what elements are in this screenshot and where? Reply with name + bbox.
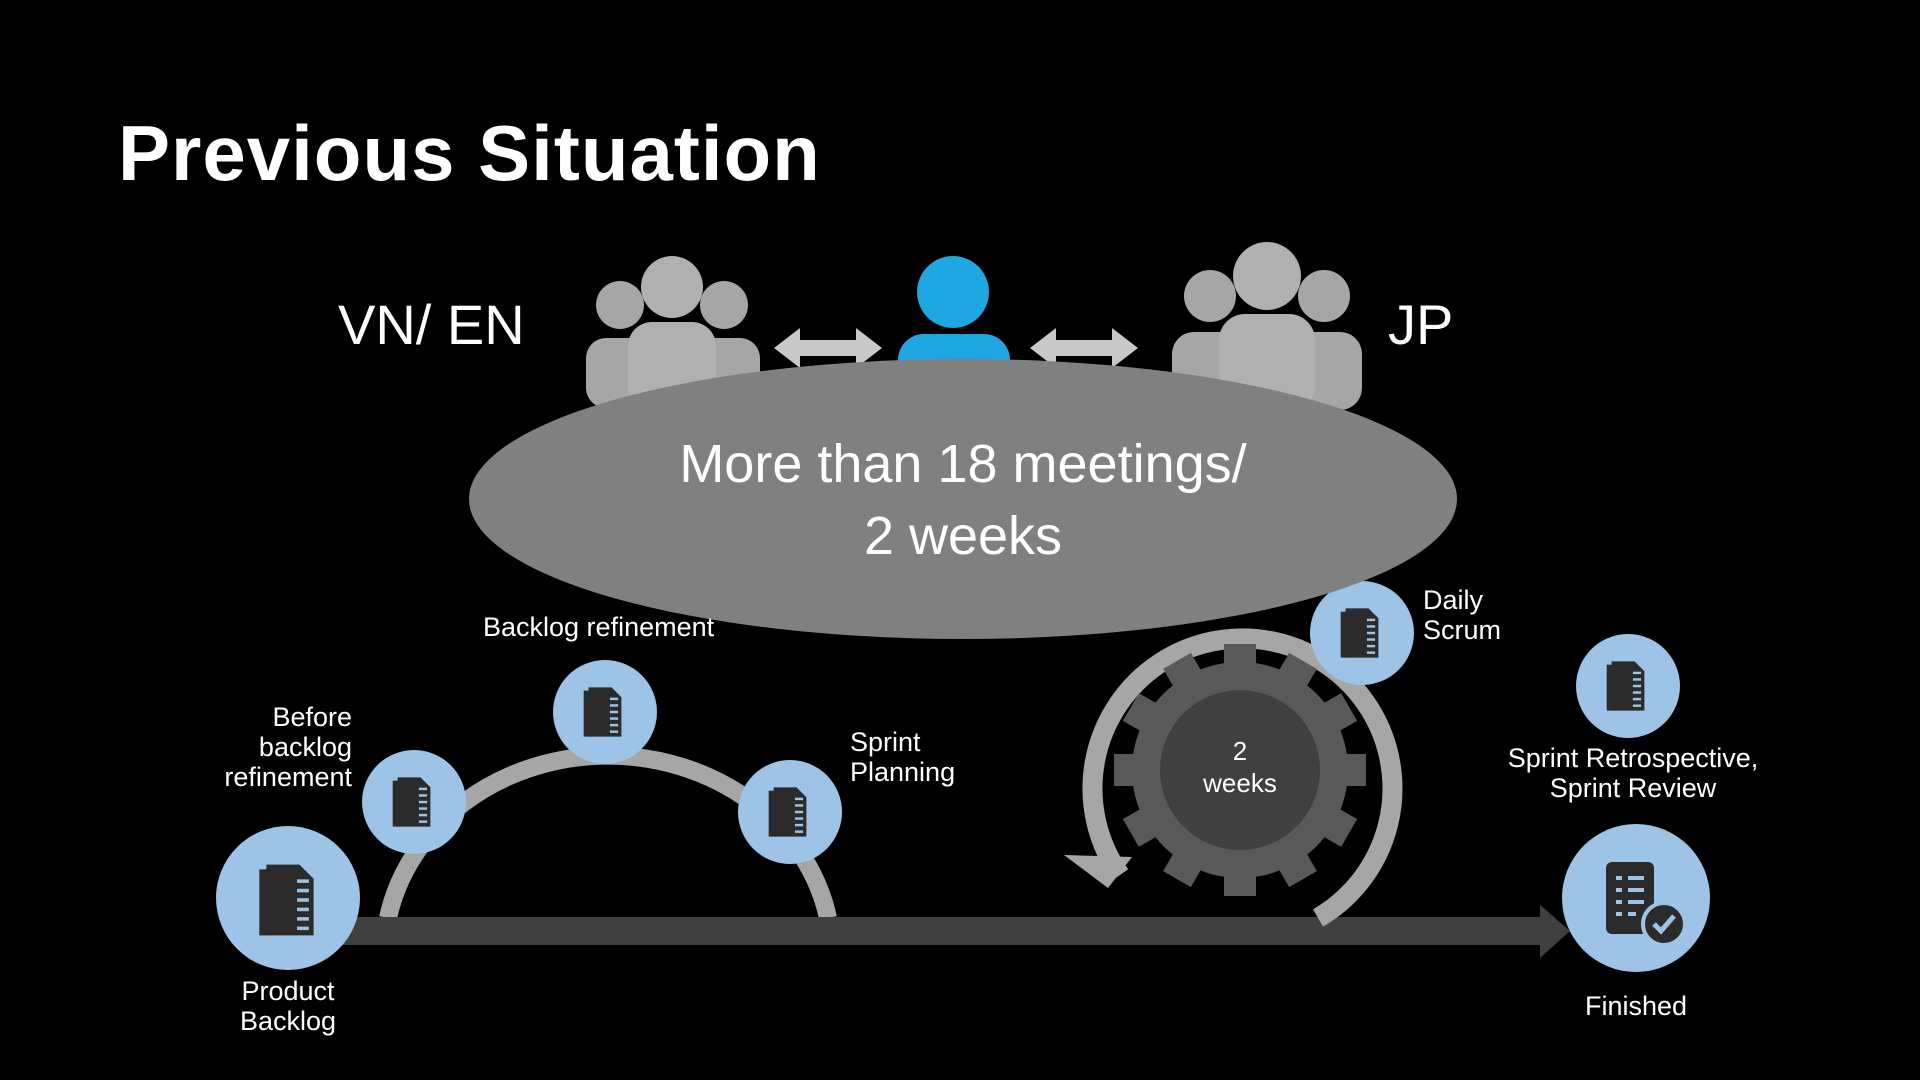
- meetings-callout-text: More than 18 meetings/ 2 weeks: [470, 428, 1456, 572]
- document-icon: [1339, 607, 1380, 659]
- meetings-callout: [469, 359, 1457, 639]
- page-title: Previous Situation: [118, 109, 821, 197]
- double-arrow-icon: [1030, 328, 1138, 368]
- label-sprint-planning: Sprint Planning: [850, 727, 955, 787]
- timeline-bar: [335, 917, 1545, 945]
- label-before-refinement: Before backlog refinement: [180, 702, 352, 792]
- document-icon: [257, 862, 316, 938]
- node-before-refinement: [362, 750, 466, 854]
- label-line: Backlog: [239, 1006, 337, 1036]
- label-line: Sprint Retrospective,: [1507, 743, 1759, 773]
- sprint-duration-number: 2: [1232, 736, 1248, 766]
- label-line: Before: [272, 702, 352, 732]
- document-icon: [582, 686, 623, 738]
- node-product-backlog: [216, 826, 360, 970]
- double-arrow-icon: [774, 328, 882, 368]
- document-icon: [1605, 660, 1646, 712]
- label-backlog-refinement: Backlog refinement: [483, 612, 715, 642]
- label-line: Planning: [850, 757, 956, 787]
- sprint-duration-label: 2 weeks: [1170, 735, 1310, 799]
- label-line: Daily: [1423, 585, 1484, 615]
- document-icon: [391, 776, 432, 828]
- document-check-icon: [1606, 862, 1687, 947]
- gear-icon: [1114, 644, 1366, 896]
- label-line: backlog: [258, 732, 352, 762]
- node-backlog-refinement: [553, 660, 657, 764]
- label-retro-review: Sprint Retrospective, Sprint Review: [1478, 743, 1788, 803]
- label-line: Sprint Review: [1549, 773, 1717, 803]
- language-left-label: VN/ EN: [338, 293, 525, 356]
- label-line: Product: [241, 976, 335, 1006]
- label-finished: Finished: [1584, 991, 1688, 1021]
- label-line: Sprint: [850, 727, 921, 757]
- label-line: Scrum: [1423, 615, 1502, 645]
- sprint-duration-unit: weeks: [1203, 768, 1277, 798]
- node-sprint-planning: [738, 760, 842, 864]
- label-line: refinement: [224, 762, 352, 792]
- node-retro-review: [1576, 634, 1680, 738]
- callout-line-2: 2 weeks: [863, 506, 1063, 566]
- node-finished: [1562, 824, 1710, 972]
- sprint-cycle-arrow: [1082, 628, 1403, 927]
- language-right-label: JP: [1388, 293, 1454, 356]
- node-daily-scrum: [1310, 581, 1414, 685]
- timeline-arrowhead: [1540, 905, 1570, 958]
- document-icon: [767, 786, 808, 838]
- label-daily-scrum: Daily Scrum: [1423, 585, 1501, 645]
- label-product-backlog: Product Backlog: [226, 976, 350, 1036]
- sprint-cycle-arrowhead: [1064, 855, 1132, 888]
- callout-line-1: More than 18 meetings/: [679, 434, 1247, 494]
